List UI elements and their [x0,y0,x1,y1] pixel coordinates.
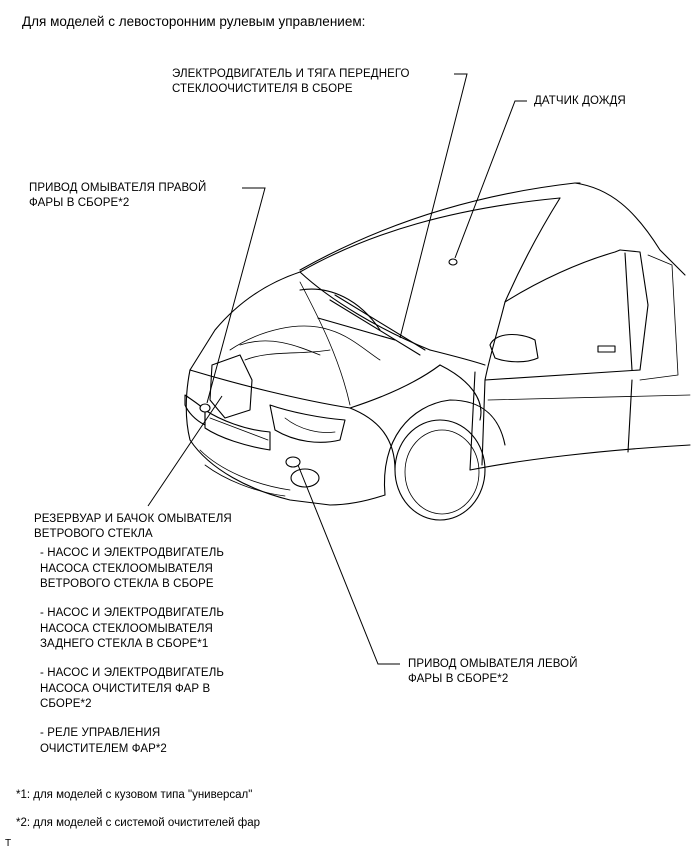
label-line: НАСОСА ОЧИСТИТЕЛЯ ФАР В [40,682,211,695]
leader-rain-sensor [454,100,527,259]
label-right-headlamp-washer: ПРИВОД ОМЫВАТЕЛЯ ПРАВОЙ ФАРЫ В СБОРЕ*2 [29,181,206,211]
label-line: - НАСОС И ЭЛЕКТРОДВИГАТЕЛЬ [40,607,224,619]
label-line: ФАРЫ В СБОРЕ*2 [408,673,509,685]
label-line: ОЧИСТИТЕЛЕМ ФАР*2 [40,742,167,755]
label-line: ПРИВОД ОМЫВАТЕЛЯ ЛЕВОЙ [408,658,578,670]
label-left-headlamp-washer: ПРИВОД ОМЫВАТЕЛЯ ЛЕВОЙ ФАРЫ В СБОРЕ*2 [408,657,578,687]
label-line: НАСОСА СТЕКЛООМЫВАТЕЛЯ [40,622,213,635]
label-sub-headlamp-pump: - НАСОС И ЭЛЕКТРОДВИГАТЕЛЬ НАСОСА ОЧИСТИ… [40,666,224,713]
label-line: ВЕТРОВОГО СТЕКЛА В СБОРЕ [40,578,214,590]
label-line: ЭЛЕКТРОДВИГАТЕЛЬ И ТЯГА ПЕРЕДНЕГО [172,68,410,80]
label-line: ФАРЫ В СБОРЕ*2 [29,197,130,209]
label-line: СТЕКЛООЧИСТИТЕЛЯ В СБОРЕ [172,83,353,95]
label-rain-sensor: ДАТЧИК ДОЖДЯ [534,94,626,109]
label-sub-rear-pump: - НАСОС И ЭЛЕКТРОДВИГАТЕЛЬ НАСОСА СТЕКЛО… [40,606,224,653]
label-line: СБОРЕ*2 [40,698,92,710]
leader-left-headlamp-washer [297,464,400,665]
car-outline [184,182,691,521]
label-line: ДАТЧИК ДОЖДЯ [534,95,626,107]
label-front-wiper-motor-link: ЭЛЕКТРОДВИГАТЕЛЬ И ТЯГА ПЕРЕДНЕГО СТЕКЛО… [172,67,410,97]
page-title: Для моделей с левосторонним рулевым упра… [22,14,366,29]
label-line: - НАСОС И ЭЛЕКТРОДВИГАТЕЛЬ [40,547,224,559]
label-line: НАСОСА СТЕКЛООМЫВАТЕЛЯ [40,562,213,575]
label-line: ПРИВОД ОМЫВАТЕЛЯ ПРАВОЙ [29,182,207,194]
leader-lines [147,73,527,665]
leader-reservoir [147,395,223,507]
label-washer-reservoir: РЕЗЕРВУАР И БАЧОК ОМЫВАТЕЛЯ ВЕТРОВОГО СТ… [34,512,232,542]
label-line: - НАСОС И ЭЛЕКТРОДВИГАТЕЛЬ [40,667,224,679]
label-line: - РЕЛЕ УПРАВЛЕНИЯ [40,727,161,739]
label-line: ЗАДНЕГО СТЕКЛА В СБОРЕ*1 [40,638,209,650]
corner-mark: T [5,838,12,849]
leader-front-wiper [399,73,468,339]
footnote-1: *1: для моделей с кузовом типа "универса… [16,789,253,801]
footnote-2: *2: для моделей с системой очистителей ф… [16,817,261,829]
label-line: ВЕТРОВОГО СТЕКЛА [34,528,153,540]
leader-right-headlamp-washer [206,187,266,404]
label-line: РЕЗЕРВУАР И БАЧОК ОМЫВАТЕЛЯ [34,513,232,525]
label-sub-headlamp-relay: - РЕЛЕ УПРАВЛЕНИЯ ОЧИСТИТЕЛЕМ ФАР*2 [40,726,167,757]
label-sub-windshield-pump: - НАСОС И ЭЛЕКТРОДВИГАТЕЛЬ НАСОСА СТЕКЛО… [40,546,224,593]
